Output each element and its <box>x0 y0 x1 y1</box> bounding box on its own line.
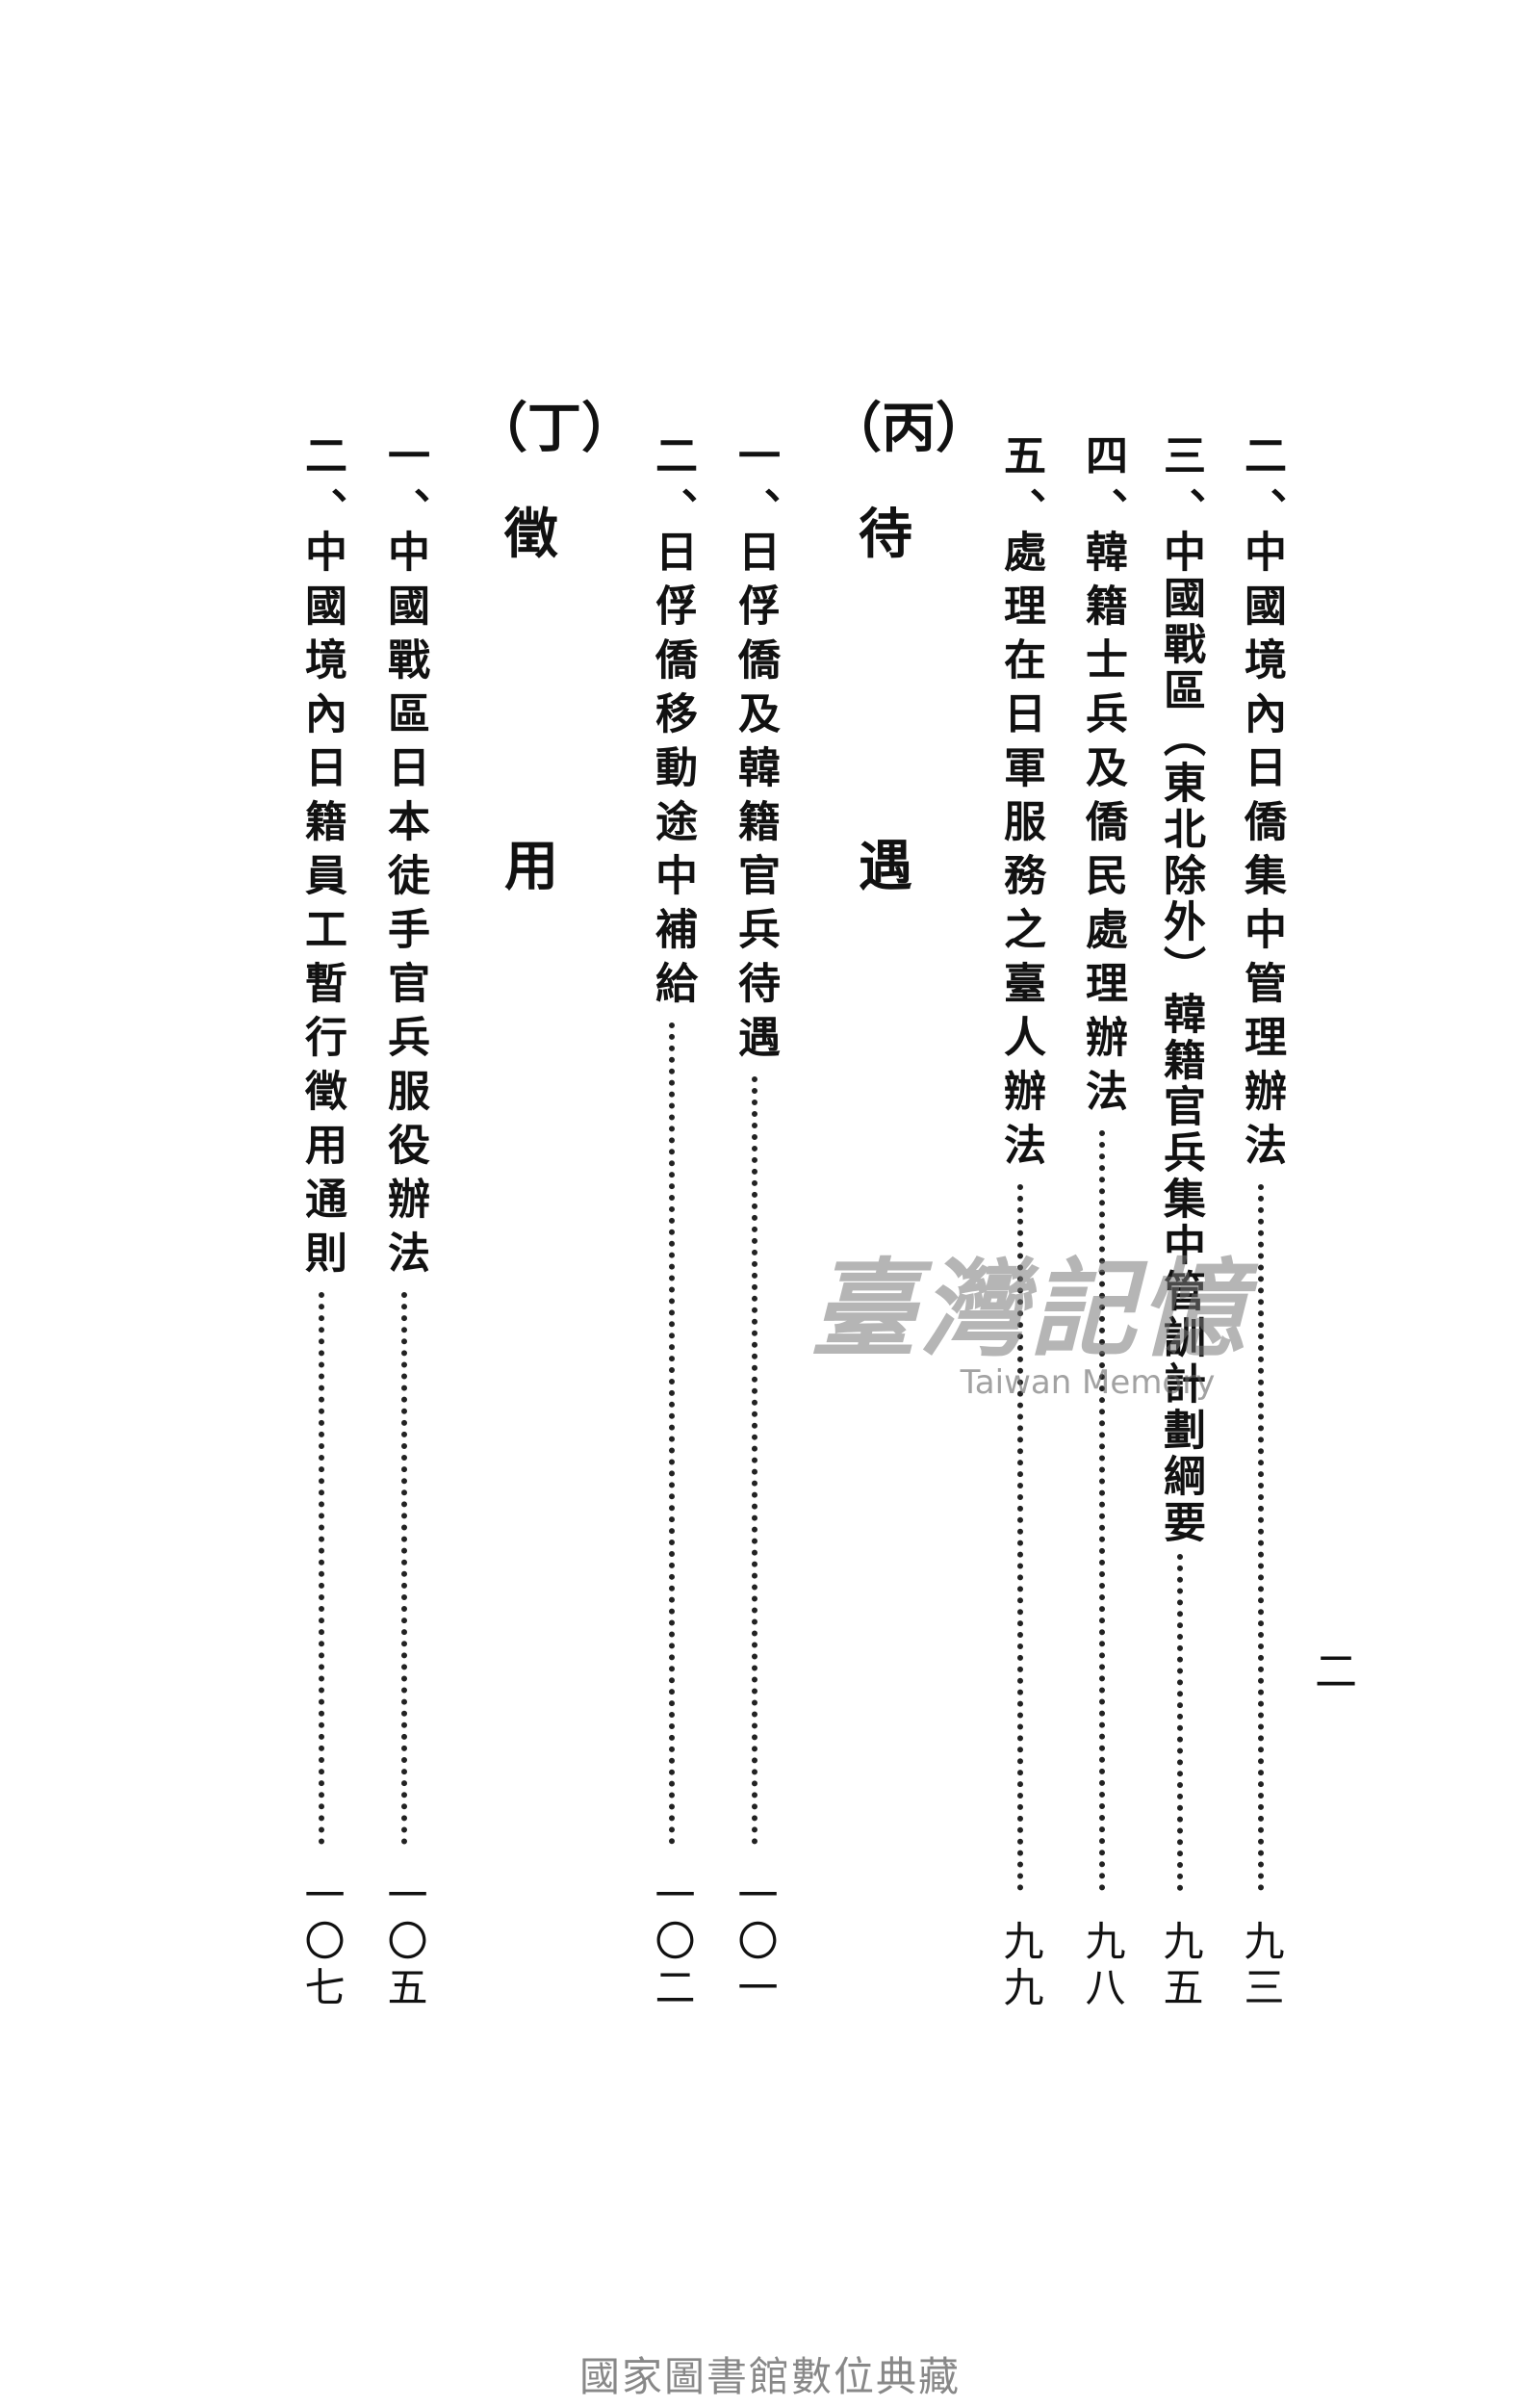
entry-number: 二、 <box>297 433 346 541</box>
leader-dots <box>401 1292 407 1845</box>
entry-title: 處理在日軍服務之臺人辦法 <box>996 530 1045 1177</box>
entry-title: 中國境內日僑集中管理辦法 <box>1237 530 1286 1177</box>
entry-number: 五、 <box>996 433 1045 541</box>
entry-page: 九九 <box>997 1920 1044 2012</box>
toc-entry: 五、 處理在日軍服務之臺人辦法 九九 <box>991 433 1049 2012</box>
leader-dots <box>1177 1554 1183 1891</box>
section-title-char: 待 <box>859 503 912 566</box>
toc-entry: 四、 韓籍士兵及僑民處理辦法 九八 <box>1073 433 1131 2012</box>
entry-page: 九五 <box>1157 1920 1204 2012</box>
toc-entry: 一、 日俘僑及韓籍官兵待遇 一〇一 <box>726 433 783 2012</box>
entry-page: 一〇二 <box>649 1874 696 2012</box>
entry-title: 中國境內日籍員工暫行徵用通則 <box>297 530 346 1284</box>
entry-number: 二、 <box>1237 433 1286 541</box>
leader-dots <box>319 1292 324 1845</box>
page-number: 二 <box>1315 1647 1357 1696</box>
entry-page: 一〇一 <box>732 1874 779 2012</box>
entry-number: 四、 <box>1078 433 1127 541</box>
leader-dots <box>752 1076 757 1845</box>
leader-dots <box>1099 1130 1105 1891</box>
footer-credit: 國家圖書館數位典藏 <box>578 2353 961 2400</box>
toc-entry: 二、 日俘僑移動途中補給 一〇二 <box>643 433 701 2012</box>
entry-title: 韓籍士兵及僑民處理辦法 <box>1078 530 1127 1123</box>
entry-number: 三、 <box>1156 433 1205 541</box>
section-label: （丙） <box>828 397 989 460</box>
toc-entry: 一、 中國戰區日本徒手官兵服役辦法 一〇五 <box>375 433 433 2012</box>
section-title-char: 徵 <box>504 503 558 566</box>
leader-dots <box>1017 1184 1023 1891</box>
entry-title: 中國戰區日本徒手官兵服役辦法 <box>380 530 429 1284</box>
toc-entry: 二、 中國境內日籍員工暫行徵用通則 一〇七 <box>293 433 350 2012</box>
watermark: 臺灣記憶 Taiwan Memory <box>770 1223 1290 1402</box>
watermark-logo-text: 臺灣記憶 <box>810 1247 1249 1371</box>
entry-title: 日俘僑及韓籍官兵待遇 <box>731 530 780 1069</box>
entry-page: 一〇七 <box>298 1874 346 2012</box>
leader-dots <box>1258 1184 1264 1891</box>
section-title-char: 遇 <box>859 835 912 898</box>
entry-page: 九三 <box>1238 1920 1285 2012</box>
entry-number: 二、 <box>648 433 697 541</box>
entry-page: 九八 <box>1079 1920 1126 2012</box>
section-title-char: 用 <box>504 835 558 898</box>
entry-title: 中國戰區（東北除外）韓籍官兵集中管訓計劃綱要 <box>1156 530 1205 1546</box>
leader-dots <box>669 1022 675 1845</box>
toc-entry: 二、 中國境內日僑集中管理辦法 九三 <box>1232 433 1290 2012</box>
watermark-subtitle: Taiwan Memory <box>960 1363 1216 1402</box>
entry-title: 日俘僑移動途中補給 <box>648 530 697 1015</box>
toc-entry: 三、 中國戰區（東北除外）韓籍官兵集中管訓計劃綱要 九五 <box>1151 433 1209 2012</box>
entry-page: 一〇五 <box>381 1874 428 2012</box>
entry-number: 一、 <box>731 433 780 541</box>
entry-number: 一、 <box>380 433 429 541</box>
section-label: （丁） <box>474 397 635 460</box>
